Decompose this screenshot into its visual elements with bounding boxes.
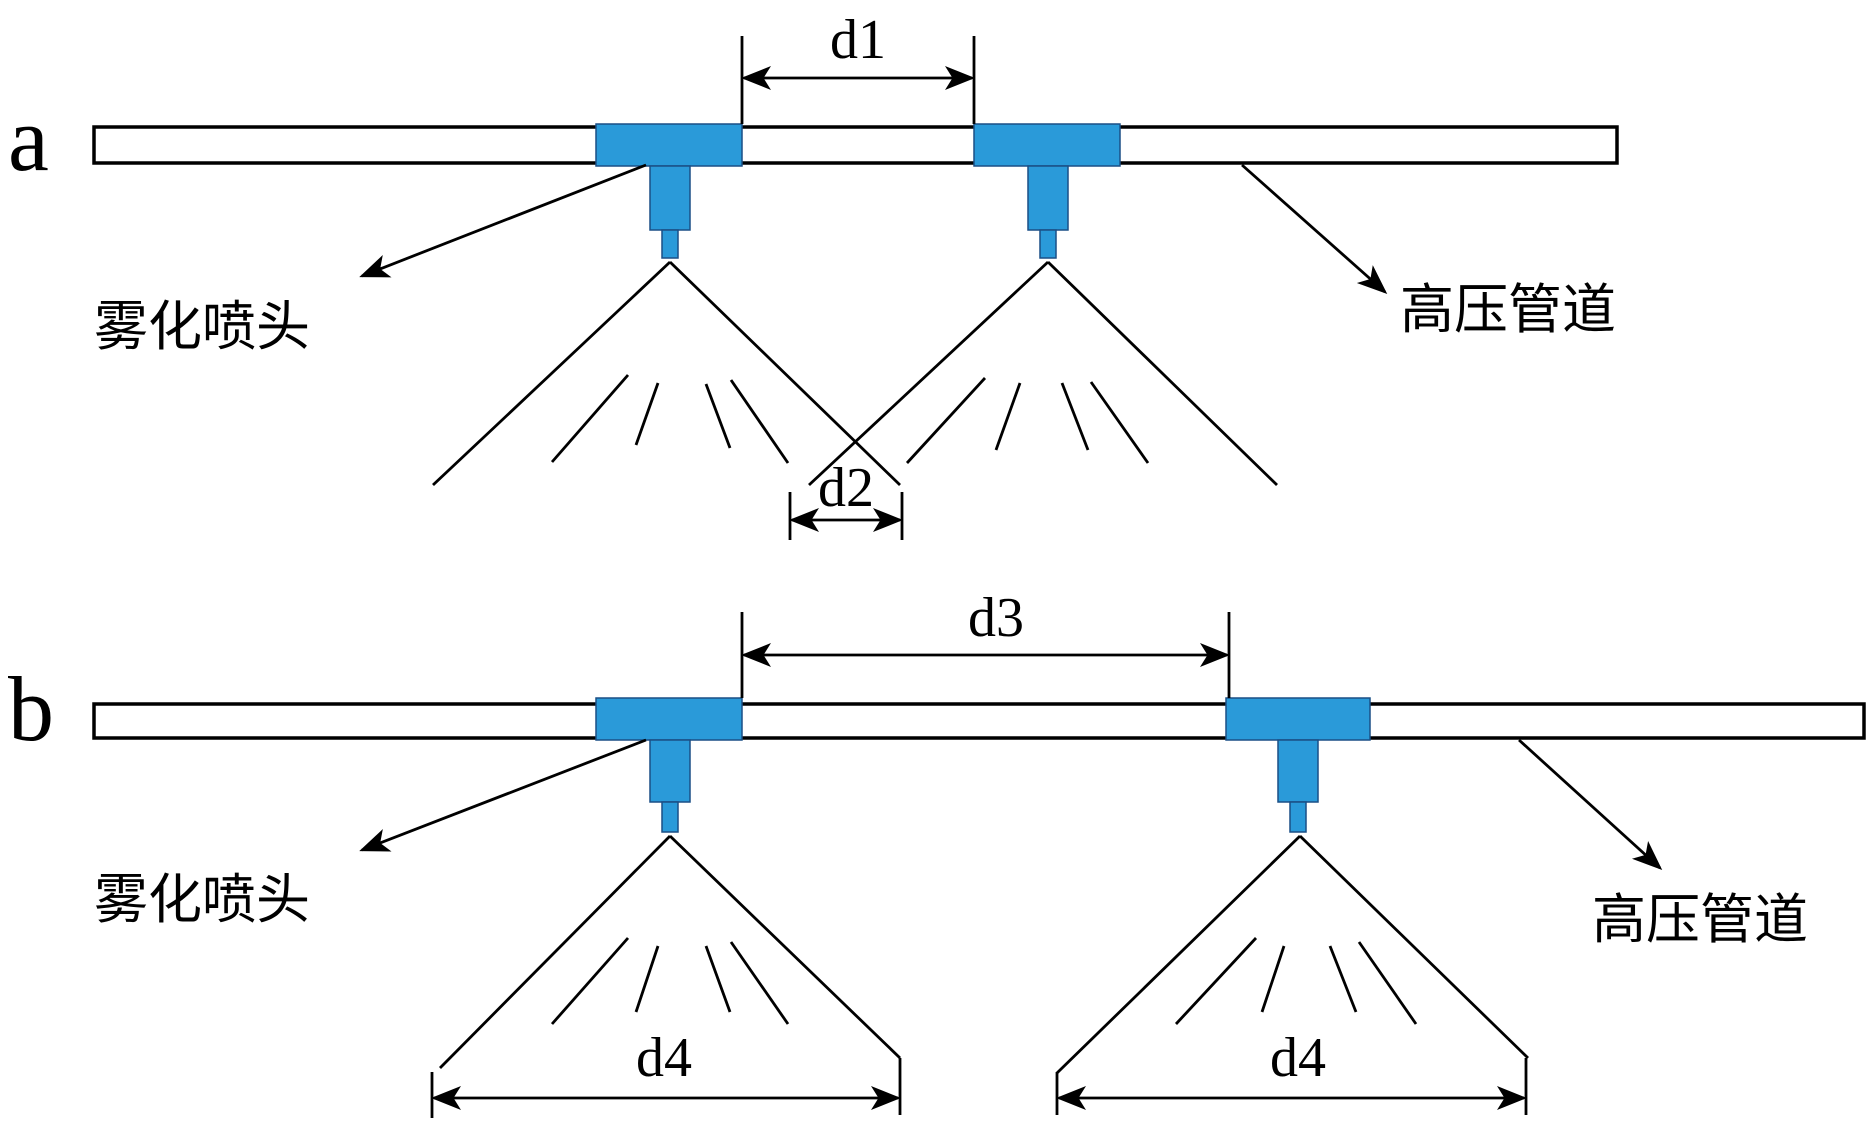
nozzle-body xyxy=(1027,165,1069,231)
pipe-label: 高压管道 xyxy=(1400,278,1616,341)
panel-label-b: b xyxy=(8,658,54,760)
panel-label-a: a xyxy=(8,88,49,190)
nozzle-tip xyxy=(661,229,679,259)
dimension-d1: d1 xyxy=(740,9,976,124)
nozzle-body xyxy=(649,739,691,803)
nozzle-tip xyxy=(1039,229,1057,259)
nozzle-label: 雾化喷头 xyxy=(94,868,310,931)
panel-a: a xyxy=(8,9,1619,540)
high-pressure-pipe xyxy=(92,125,1619,165)
pipe-leader-arrow xyxy=(1518,738,1663,871)
nozzle-label: 雾化喷头 xyxy=(94,295,310,358)
dimension-label-d2: d2 xyxy=(818,457,874,519)
spray-cone-1 xyxy=(439,834,901,1069)
nozzle-leader-arrow xyxy=(359,738,647,852)
nozzle-leader-arrow xyxy=(359,163,647,278)
tee-fitting xyxy=(595,123,743,167)
nozzle-tip xyxy=(661,801,679,833)
nozzle-body xyxy=(1277,739,1319,803)
panel-b: b xyxy=(8,587,1866,1118)
dimension-d4-left: d4 xyxy=(430,1027,902,1118)
pipe-leader-arrow xyxy=(1241,163,1388,294)
dimension-label-d1: d1 xyxy=(830,9,886,71)
spray-cone-1 xyxy=(432,260,901,487)
high-pressure-pipe xyxy=(92,702,1866,740)
nozzle-assembly-1 xyxy=(595,123,743,259)
pipe-label: 高压管道 xyxy=(1592,888,1808,951)
nozzle-assembly-2 xyxy=(1225,697,1371,833)
dimension-d4-right: d4 xyxy=(1055,1027,1528,1115)
dimension-d2: d2 xyxy=(788,457,904,540)
tee-fitting xyxy=(1225,697,1371,741)
nozzle-assembly-1 xyxy=(595,697,743,833)
spray-cone-2 xyxy=(808,260,1278,487)
dimension-label-d4-right: d4 xyxy=(1270,1027,1326,1089)
tee-fitting xyxy=(595,697,743,741)
dimension-d3: d3 xyxy=(740,587,1231,698)
dimension-label-d4-left: d4 xyxy=(636,1027,692,1089)
spray-cone-2 xyxy=(1056,834,1529,1075)
dimension-label-d3: d3 xyxy=(968,587,1024,649)
nozzle-tip xyxy=(1289,801,1307,833)
nozzle-assembly-2 xyxy=(973,123,1121,259)
nozzle-body xyxy=(649,165,691,231)
tee-fitting xyxy=(973,123,1121,167)
